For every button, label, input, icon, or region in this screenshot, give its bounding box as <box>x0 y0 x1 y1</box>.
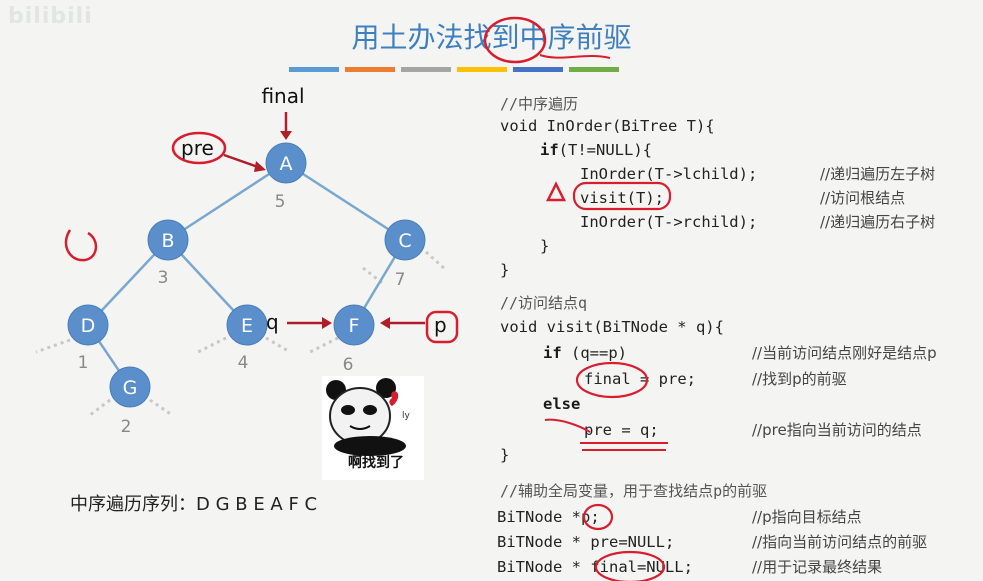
inorder-comment: //中序遍历 <box>500 95 579 113</box>
tree-node-label: D <box>81 315 96 337</box>
p-label: p <box>434 313 447 337</box>
final-arrowhead <box>280 131 292 140</box>
p-circle-annotation <box>425 310 459 344</box>
null-stub <box>362 266 386 287</box>
tree-node-label: G <box>123 377 138 399</box>
tree-node-d <box>67 304 109 346</box>
tree-node-label: C <box>398 230 411 252</box>
tree-nodes: A 5B 3 C 7D 1 E 4 F 6G 2 <box>67 142 426 437</box>
bilibili-watermark: bilibili <box>8 4 93 29</box>
visit-close: } <box>500 446 510 464</box>
final-circle <box>575 361 649 399</box>
p-decl-circle <box>582 503 614 531</box>
null-stub <box>197 336 227 354</box>
sticker-caption: 啊找到了 <box>348 455 404 471</box>
tree-node-g <box>109 366 151 408</box>
tree-node-order-number: 7 <box>395 270 406 290</box>
else-keyword: else <box>543 395 581 413</box>
global-final-decl: BiTNode * final=NULL; <box>497 558 693 576</box>
panda-meme-sticker: ly <box>322 376 424 480</box>
color-bar <box>289 67 339 72</box>
scribble-circle-annotation <box>64 229 98 262</box>
visit-signature: void visit(BiTNode * q){ <box>500 318 724 336</box>
tree-node-e <box>226 304 268 346</box>
tree-node-a <box>265 142 307 184</box>
inorder-visit-call: visit(T); <box>580 189 664 207</box>
pre-arrow <box>223 153 259 169</box>
q-label: q <box>266 310 279 334</box>
triangle-mark <box>545 181 567 202</box>
inorder-right-call: InOrder(T->rchild); <box>580 213 758 231</box>
null-stub <box>35 338 71 354</box>
visit-call-circle <box>572 181 672 211</box>
inorder-left-call: InOrder(T->lchild); <box>580 165 758 183</box>
visit-if-line: if (q==p) <box>543 344 628 362</box>
tree-node-order-number: 2 <box>121 417 132 437</box>
visit-if-comment: //当前访问结点刚好是结点p <box>752 344 937 362</box>
pre-circle-annotation <box>171 131 227 165</box>
visit-pre-comment: //pre指向当前访问的结点 <box>752 421 922 439</box>
tree-node-f <box>333 304 375 346</box>
null-stub <box>265 336 291 354</box>
inorder-left-comment: //递归遍历左子树 <box>820 165 936 183</box>
inorder-sequence-text: 中序遍历序列：D G B E A F C <box>70 494 318 515</box>
tree-node-label: A <box>280 153 293 175</box>
null-pointer-stubs <box>35 250 448 417</box>
tree-node-c <box>384 219 426 261</box>
tree-node-b <box>147 219 189 261</box>
tree-node-label: F <box>349 315 360 337</box>
tree-node-order-number: 5 <box>275 192 286 212</box>
title-underline-annotation <box>539 54 611 59</box>
visit-final-comment: //找到p的前驱 <box>752 370 847 388</box>
null-stub <box>309 336 339 354</box>
tree-edge-ab <box>167 161 287 242</box>
inorder-right-comment: //递归遍历右子树 <box>820 213 936 231</box>
null-stub <box>149 398 173 417</box>
if-keyword: if <box>540 141 559 159</box>
visit-pre-assign: pre = q; <box>584 421 659 439</box>
if-keyword: if <box>543 344 562 362</box>
final-label: final <box>261 84 304 108</box>
pre-arrowhead <box>254 161 266 172</box>
color-bar <box>345 67 395 72</box>
if-condition: (q==p) <box>571 344 628 362</box>
tree-node-label: B <box>161 230 174 252</box>
globals-comment: //辅助全局变量，用于查找结点p的前驱 <box>500 482 768 500</box>
pre-assign-underline <box>580 442 668 451</box>
null-stub <box>424 250 448 272</box>
visit-comment: //访问结点q <box>500 294 588 312</box>
color-bar <box>457 67 507 72</box>
tree-node-order-number: 4 <box>238 353 249 373</box>
tree-node-order-number: 1 <box>78 353 89 373</box>
final-decl-circle <box>594 550 666 581</box>
inorder-signature: void InOrder(BiTree T){ <box>500 117 715 135</box>
pre-label: pre <box>181 136 214 160</box>
visit-final-assign: final = pre; <box>584 370 696 388</box>
q-arrowhead <box>322 317 332 329</box>
if-condition: (T!=NULL){ <box>558 141 652 159</box>
color-bar <box>513 67 563 72</box>
visit-else-line: else <box>543 395 581 413</box>
inorder-inner-close: } <box>540 237 550 255</box>
p-arrowhead <box>380 317 390 329</box>
tree-node-order-number: 3 <box>158 268 169 288</box>
inorder-visit-comment: //访问根结点 <box>820 189 906 207</box>
tree-node-label: E <box>241 315 253 337</box>
global-pre-decl: BiTNode * pre=NULL; <box>497 533 675 551</box>
tree-node-order-number: 6 <box>343 355 354 375</box>
color-bar <box>401 67 451 72</box>
color-bar <box>569 67 619 72</box>
title-circle-annotation <box>483 16 547 64</box>
inorder-if-line: if(T!=NULL){ <box>540 141 652 159</box>
global-pre-comment: //指向当前访问结点的前驱 <box>752 533 928 551</box>
else-mark <box>544 418 591 433</box>
tree-edge-ac <box>285 161 406 242</box>
inorder-outer-close: } <box>500 261 510 279</box>
svg-text:ly: ly <box>402 411 411 421</box>
global-p-comment: //p指向目标结点 <box>752 508 862 526</box>
global-p-decl: BiTNode *p; <box>497 508 600 526</box>
global-final-comment: //用于记录最终结果 <box>752 558 883 576</box>
